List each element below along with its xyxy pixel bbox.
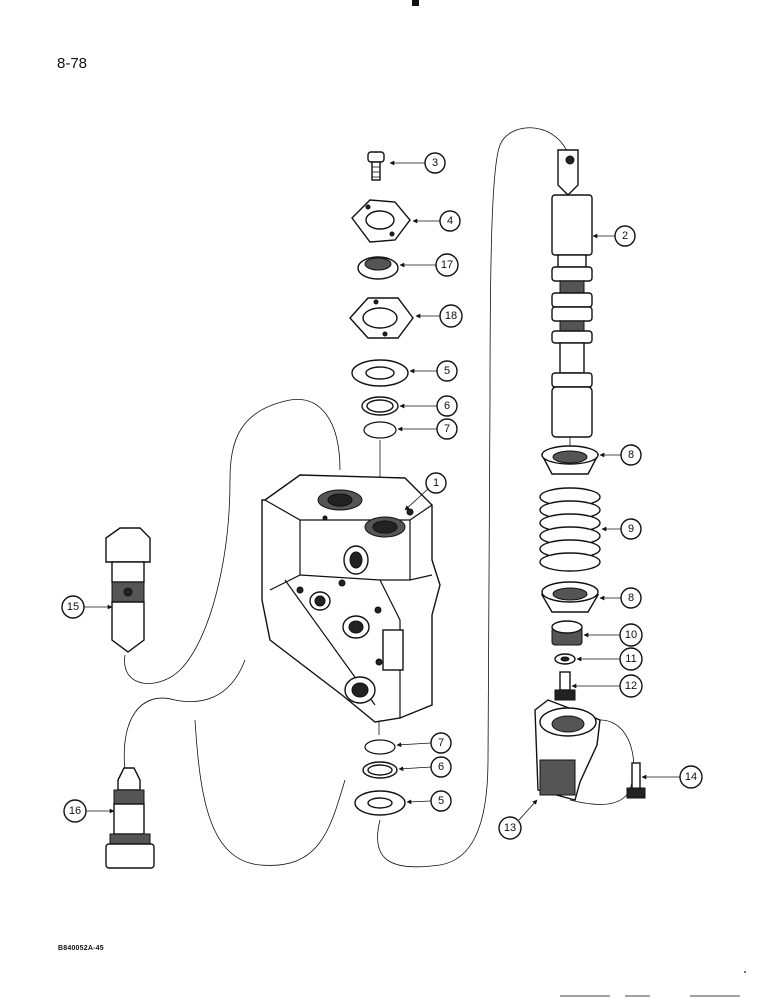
callout-3: 3 bbox=[424, 152, 446, 174]
callout-8-lower: 8 bbox=[620, 587, 642, 609]
part-plug bbox=[105, 767, 155, 869]
part-spring-seat-lower bbox=[540, 581, 600, 613]
callout-7-lower: 7 bbox=[430, 732, 452, 754]
callout-18-label: 18 bbox=[445, 310, 457, 322]
callout-16-label: 16 bbox=[69, 805, 81, 817]
part-spring bbox=[539, 487, 601, 572]
part-spool bbox=[551, 149, 593, 438]
part-small-washer bbox=[554, 653, 576, 665]
callout-11: 11 bbox=[619, 647, 643, 671]
part-cap bbox=[534, 699, 601, 801]
part-washer-lower bbox=[354, 790, 406, 816]
callout-18: 18 bbox=[439, 304, 463, 328]
assembly-connector-lines bbox=[123, 127, 635, 868]
callout-15: 15 bbox=[61, 595, 85, 619]
callout-2-label: 2 bbox=[622, 230, 628, 242]
callout-8-upper-label: 8 bbox=[628, 449, 634, 461]
document-code: B840052A-45 bbox=[58, 945, 104, 952]
callout-14-label: 14 bbox=[685, 771, 697, 783]
callout-17: 17 bbox=[435, 253, 459, 277]
part-valve-body bbox=[261, 474, 441, 723]
callout-1-label: 1 bbox=[433, 477, 439, 489]
callout-6-upper-label: 6 bbox=[444, 400, 450, 412]
part-bolt-small bbox=[554, 671, 576, 701]
page-number: 8-78 bbox=[57, 55, 88, 72]
callout-4: 4 bbox=[439, 210, 461, 232]
part-backup-ring-upper bbox=[361, 396, 399, 416]
part-washer-upper bbox=[351, 359, 409, 387]
callout-8-lower-label: 8 bbox=[628, 592, 634, 604]
callout-1: 1 bbox=[425, 472, 447, 494]
callout-7-upper-label: 7 bbox=[444, 423, 450, 435]
callout-15-label: 15 bbox=[67, 601, 79, 613]
callout-5-lower-label: 5 bbox=[438, 795, 444, 807]
callout-11-label: 11 bbox=[625, 653, 636, 665]
callout-7-lower-label: 7 bbox=[438, 737, 444, 749]
callout-6-lower: 6 bbox=[430, 756, 452, 778]
callout-12: 12 bbox=[619, 674, 643, 698]
part-o-ring-upper bbox=[363, 421, 397, 439]
callout-8-upper: 8 bbox=[620, 444, 642, 466]
callout-7-upper: 7 bbox=[436, 418, 458, 440]
part-o-ring-lower bbox=[364, 739, 396, 755]
callout-17-label: 17 bbox=[441, 259, 453, 271]
callout-13-label: 13 bbox=[504, 822, 516, 834]
callout-10: 10 bbox=[619, 623, 643, 647]
callout-5-upper: 5 bbox=[436, 360, 458, 382]
part-seal bbox=[357, 256, 399, 280]
part-flange-plate-upper bbox=[351, 199, 411, 243]
callout-6-upper: 6 bbox=[436, 395, 458, 417]
callout-13: 13 bbox=[498, 816, 522, 840]
part-plate bbox=[349, 297, 414, 339]
part-bushing bbox=[551, 620, 583, 646]
part-cap-screw bbox=[626, 762, 646, 799]
callout-12-label: 12 bbox=[625, 680, 637, 692]
callout-9-label: 9 bbox=[628, 523, 634, 535]
callout-9: 9 bbox=[620, 518, 642, 540]
callout-6-lower-label: 6 bbox=[438, 761, 444, 773]
part-spring-seat-upper bbox=[540, 445, 600, 475]
leader-lines bbox=[84, 160, 680, 821]
callout-10-label: 10 bbox=[625, 629, 637, 641]
callout-5-lower: 5 bbox=[430, 790, 452, 812]
callout-2: 2 bbox=[614, 225, 636, 247]
callout-14: 14 bbox=[679, 765, 703, 789]
part-backup-ring-lower bbox=[362, 761, 398, 779]
callout-3-label: 3 bbox=[432, 157, 438, 169]
callout-4-label: 4 bbox=[447, 215, 453, 227]
callout-5-upper-label: 5 bbox=[444, 365, 450, 377]
part-screw bbox=[367, 151, 385, 181]
part-relief-cartridge bbox=[105, 527, 151, 653]
callout-16: 16 bbox=[63, 799, 87, 823]
